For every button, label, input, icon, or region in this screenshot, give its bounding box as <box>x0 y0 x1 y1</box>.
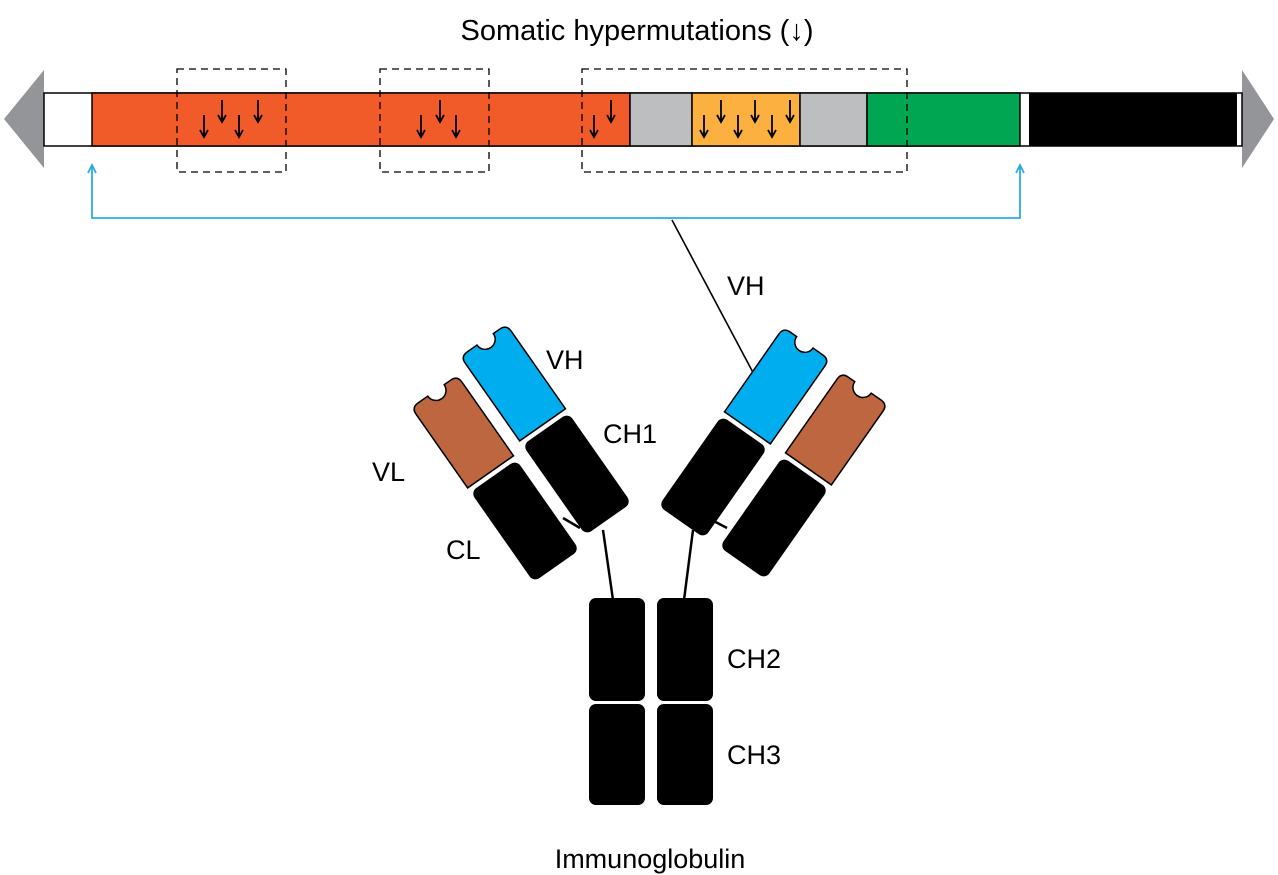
mutation-arrow-icon <box>589 115 599 139</box>
left-ch2-domain <box>589 598 645 701</box>
mutation-arrow-icon <box>606 100 616 124</box>
d-segment-left <box>629 92 693 147</box>
right-arrow-icon <box>1242 70 1274 168</box>
mutation-arrow-icon <box>767 115 777 139</box>
left-ch1-domain <box>525 415 629 533</box>
label-vh: VH <box>546 345 584 375</box>
left-vh-domain <box>462 326 567 442</box>
mutation-regions <box>176 68 908 173</box>
mutation-arrow-icon <box>699 115 709 139</box>
framework-segment <box>91 92 631 147</box>
cdr3-segment <box>691 92 801 147</box>
mutation-arrow-icon <box>416 115 426 139</box>
label-ch3: CH3 <box>727 740 781 770</box>
left-light-chain <box>413 377 577 580</box>
mutation-arrows <box>199 100 795 139</box>
right-ch2-domain <box>657 598 713 701</box>
right-light-chain <box>722 374 886 577</box>
constant-segment <box>1029 93 1237 146</box>
diagram-title: Somatic hypermutations (↓) <box>461 15 814 47</box>
right-ch3-domain <box>657 704 713 805</box>
label-cl: CL <box>446 535 481 565</box>
right-ch1-domain <box>661 418 765 536</box>
d-segment-right <box>799 92 868 147</box>
mutation-region-1 <box>176 68 287 173</box>
mutation-arrow-icon <box>733 115 743 139</box>
mutation-arrow-icon <box>451 115 461 139</box>
right-vl-domain <box>784 374 886 486</box>
right-vh-domain <box>723 329 828 445</box>
mutation-arrow-icon <box>234 115 244 139</box>
vh-bracket <box>87 162 1025 219</box>
left-heavy-chain <box>462 326 629 533</box>
antibody <box>413 326 886 805</box>
right-heavy-chain <box>661 329 828 536</box>
mutation-arrow-icon <box>716 100 726 124</box>
mutation-arrow-icon <box>253 100 263 124</box>
mutation-region-2 <box>379 68 490 173</box>
mutation-arrow-icon <box>785 100 795 124</box>
j-segment <box>866 92 1021 147</box>
diagram-caption: Immunoglobulin <box>555 844 746 874</box>
left-arrow-icon <box>4 70 44 168</box>
left-ch3-domain <box>589 704 645 805</box>
right-cl-domain <box>722 459 826 577</box>
mutation-arrow-icon <box>750 100 760 124</box>
mutation-arrow-icon <box>435 100 445 124</box>
mutation-arrow-icon <box>217 100 227 124</box>
mutation-region-3 <box>581 68 908 173</box>
label-vl: VL <box>372 457 405 487</box>
vh-pointer-arrow <box>671 219 766 397</box>
left-vl-domain <box>413 377 515 489</box>
gene-bar <box>4 70 1274 168</box>
vh-pointer-label: VH <box>727 271 765 301</box>
left-cl-domain <box>473 462 577 580</box>
label-ch2: CH2 <box>727 644 781 674</box>
label-ch1: CH1 <box>603 419 657 449</box>
mutation-arrow-icon <box>199 115 209 139</box>
fc-region <box>589 598 713 805</box>
